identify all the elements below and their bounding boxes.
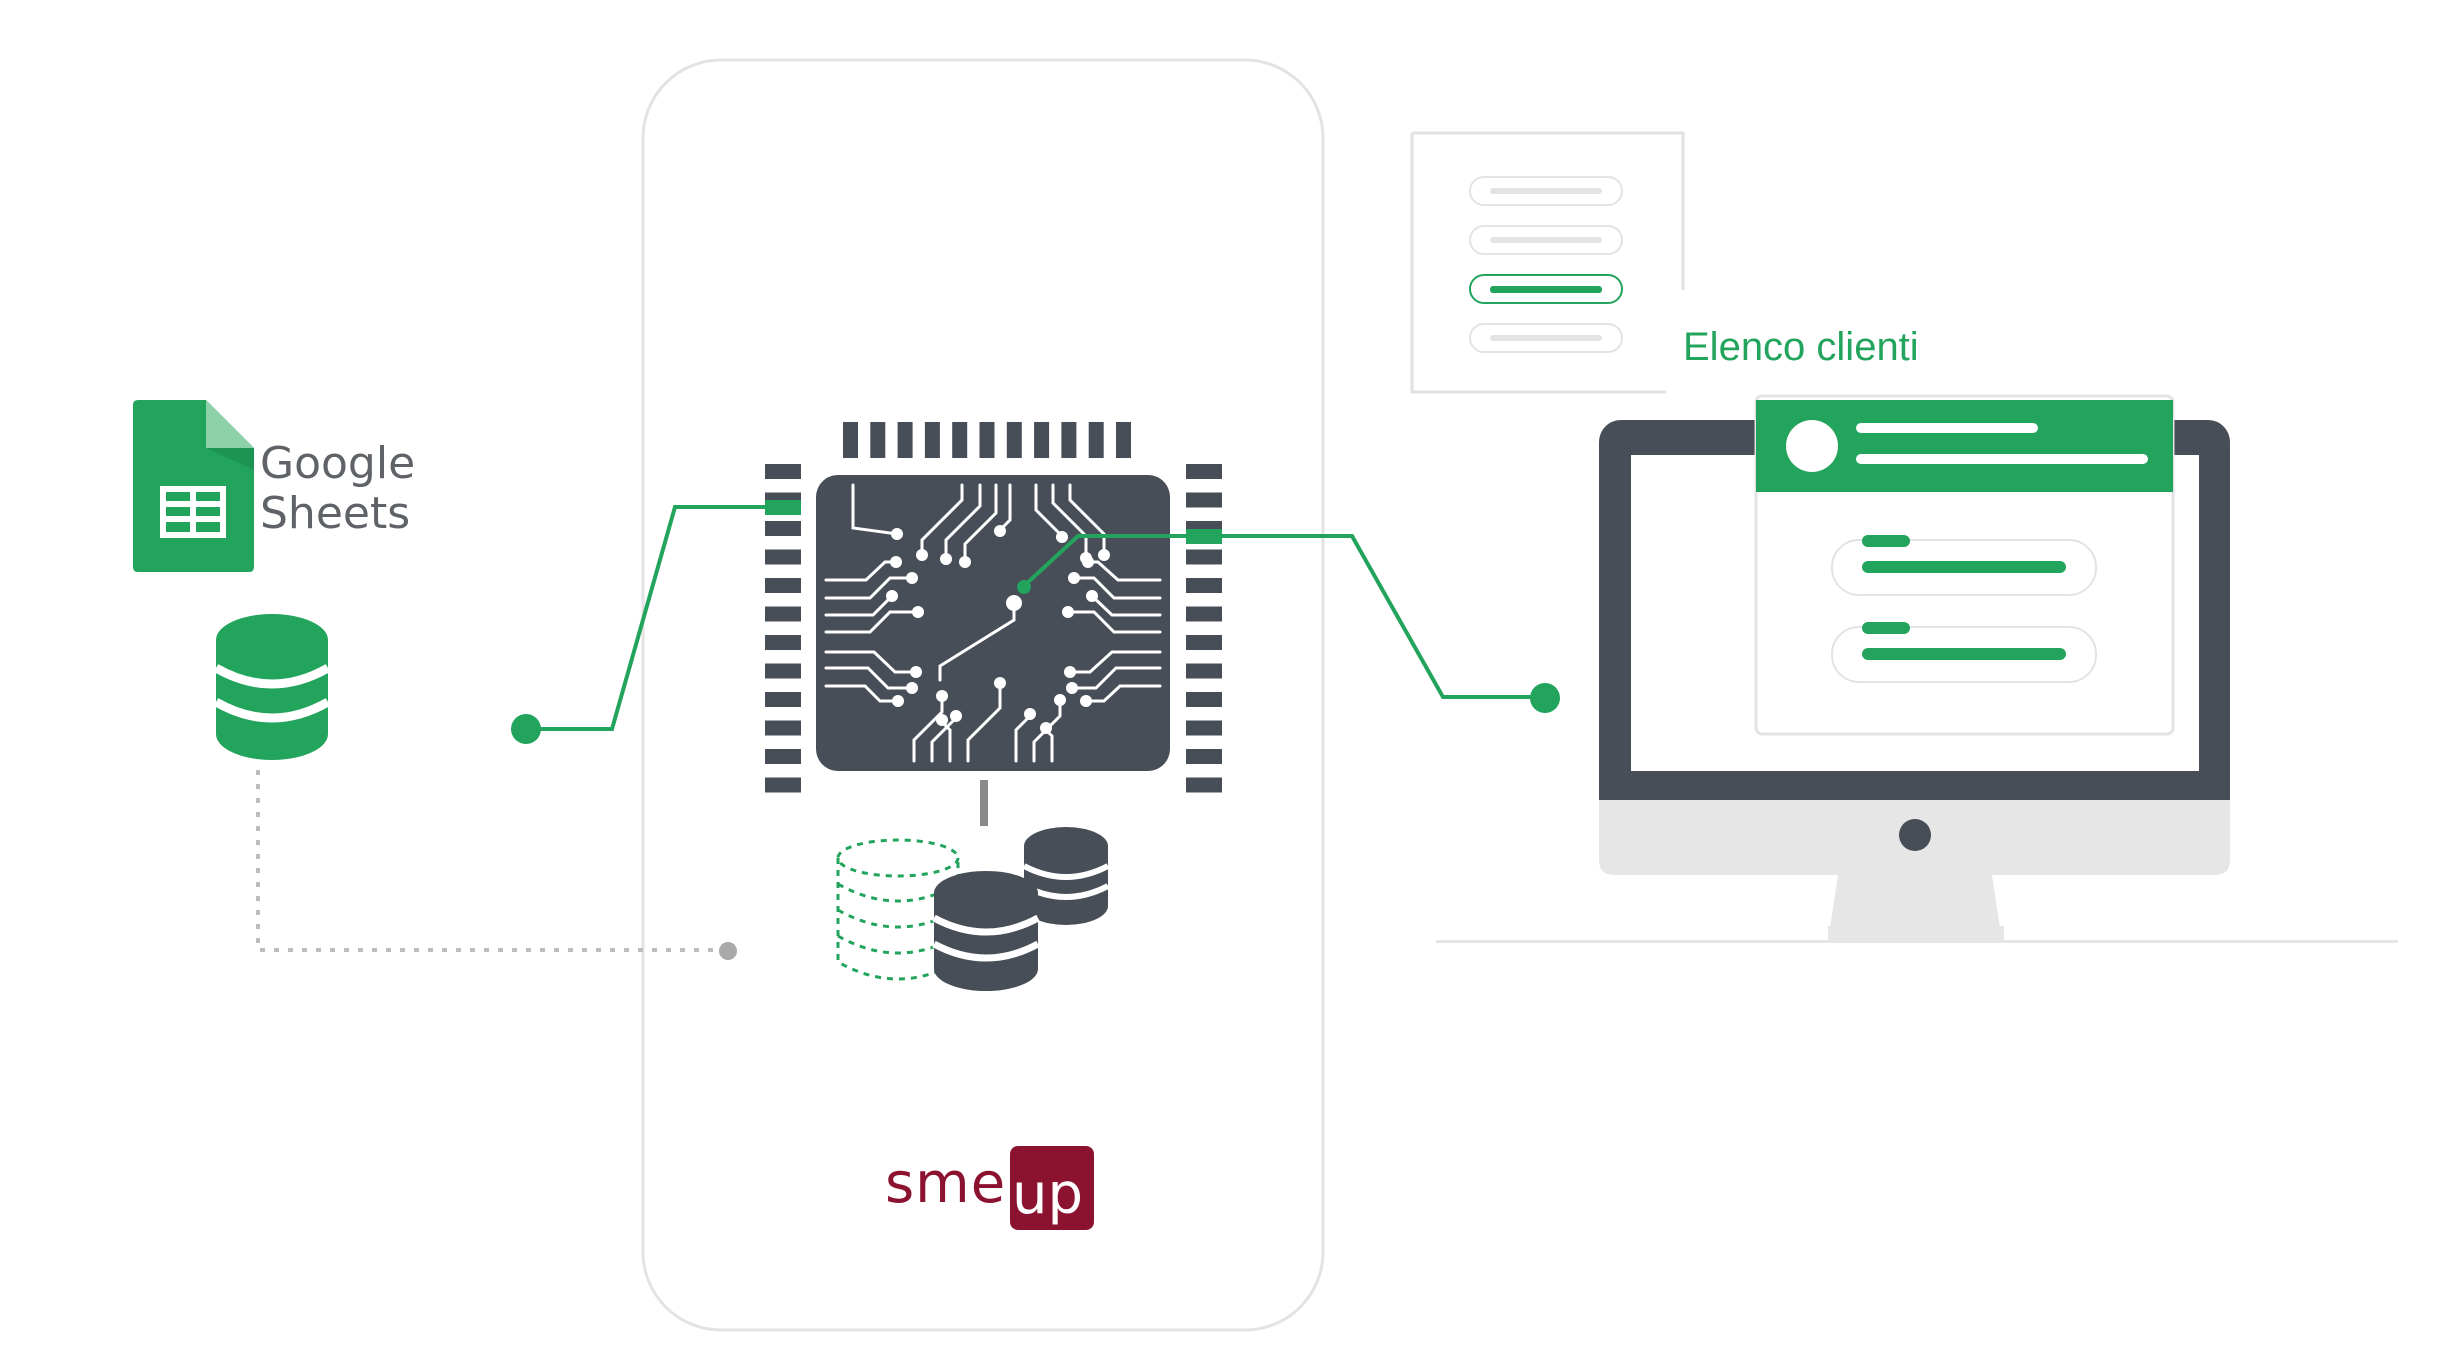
- dotted-connector: [256, 770, 726, 952]
- chip-pin: [1006, 422, 1022, 458]
- chip-pin: [765, 720, 801, 736]
- chip-pin: [897, 422, 913, 458]
- left-connector-node: [511, 714, 541, 744]
- dotted-connector-endpoint: [719, 942, 737, 960]
- chip-pin: [924, 422, 940, 458]
- smeup-logo: sme up: [885, 1146, 1094, 1230]
- chip-pin: [1186, 777, 1222, 793]
- chip-pin: [843, 422, 858, 458]
- chip-pin: [1186, 720, 1222, 736]
- left-connector-line: [527, 505, 790, 731]
- chip-pin: [1186, 635, 1222, 650]
- right-connector-line: [1022, 534, 1540, 699]
- chip-pin: [1186, 549, 1222, 565]
- database-icon: [213, 614, 331, 760]
- chip-pin: [1186, 692, 1222, 707]
- chip-pin: [1186, 578, 1222, 593]
- chip-pin: [870, 422, 886, 458]
- desk-line: [1436, 940, 2398, 943]
- chip-pin: [1088, 422, 1104, 458]
- google-sheets-label-line1: Google: [260, 438, 415, 489]
- list-panel-title: Elenco clienti: [1683, 325, 1919, 369]
- chip-pin: [1186, 749, 1222, 764]
- chip-pin: [1186, 492, 1222, 508]
- chip-pin: [765, 578, 801, 593]
- chip-pin: [765, 777, 801, 793]
- chip-pin: [765, 606, 801, 622]
- chip-pin: [765, 749, 801, 764]
- document-list-icon: [1410, 131, 1685, 394]
- chip-pin: [952, 422, 968, 458]
- chip-pin: [1186, 464, 1222, 479]
- chip-storage-link: [980, 780, 988, 826]
- google-sheets-label-line2: Sheets: [260, 488, 410, 539]
- avatar-icon: [1786, 420, 1838, 472]
- chip-pin: [1061, 422, 1077, 458]
- client-window: [1754, 394, 2175, 736]
- chip-pin: [1034, 422, 1050, 458]
- chip-pin: [765, 464, 801, 479]
- chip-pin: [1186, 663, 1222, 679]
- chip-pin: [765, 692, 801, 707]
- svg-text:up: up: [1012, 1162, 1083, 1227]
- svg-text:sme: sme: [885, 1151, 1006, 1216]
- chip-pin: [765, 635, 801, 650]
- right-connector-node: [1530, 683, 1560, 713]
- chip-pin: [765, 549, 801, 565]
- chip-pin: [1116, 422, 1131, 458]
- chip-pin: [979, 422, 995, 458]
- cpu-chip-icon: [765, 422, 1222, 793]
- chip-pin: [765, 663, 801, 679]
- chip-pin: [1186, 606, 1222, 622]
- storage-databases-icon: [836, 827, 1110, 991]
- chip-pin: [765, 521, 801, 536]
- chip-inner-node: [1017, 580, 1031, 594]
- google-sheets-icon: [133, 400, 254, 572]
